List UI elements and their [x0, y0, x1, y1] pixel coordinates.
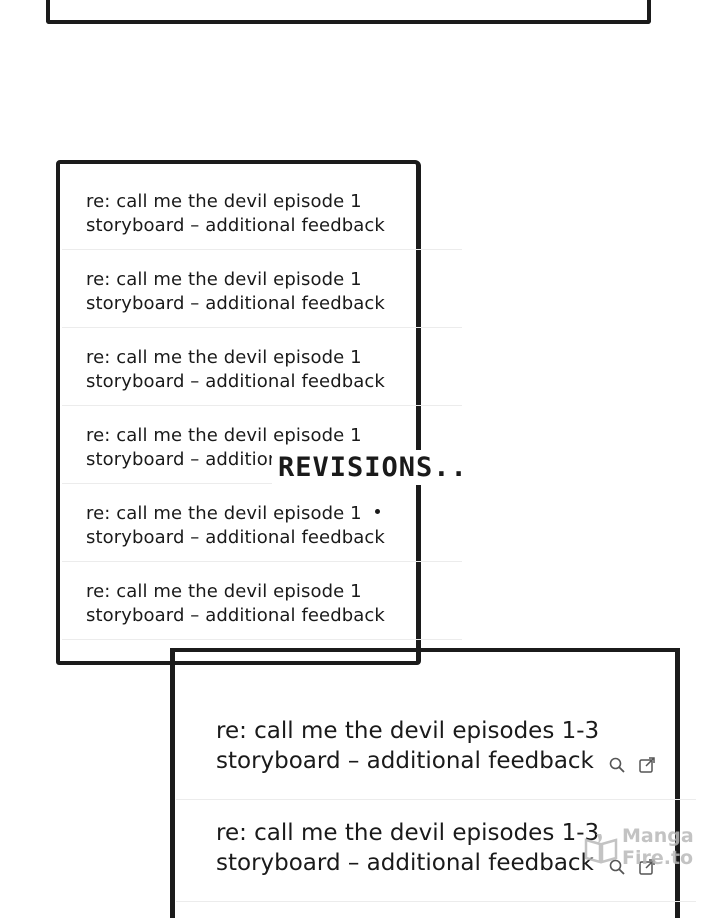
open-external-icon[interactable]: [638, 752, 656, 773]
email-row[interactable]: re: call me the devil episodes 1-3 story…: [176, 698, 696, 800]
search-icon[interactable]: [608, 752, 626, 773]
email-subject-line-1: re: call me the devil episode 1: [86, 503, 362, 524]
email-subject-line-2: storyboard – additional feedback: [86, 293, 385, 314]
email-subject-line-1: re: call me the devil episodes 1-3: [216, 718, 600, 744]
email-subject-line-1: re: call me the devil episode 1: [86, 347, 362, 368]
email-row[interactable]: re: call me the devil episode 1 storyboa…: [62, 328, 462, 406]
email-subject-line-2: storyboard – additional feedback: [86, 215, 385, 236]
email-list-episode-1: re: call me the devil episode 1 storyboa…: [62, 172, 462, 640]
email-list-episodes-1-3: re: call me the devil episodes 1-3 story…: [176, 698, 696, 902]
email-subject-line-1: re: call me the devil episode 1: [86, 269, 362, 290]
comic-panel-1-border: [56, 160, 421, 665]
email-subject-line-1: re: call me the devil episodes 1-3: [216, 820, 600, 846]
email-subject-line-1: re: call me the devil episode 1: [86, 425, 362, 446]
search-icon[interactable]: [608, 854, 626, 875]
email-row[interactable]: re: call me the devil episode 1 storyboa…: [62, 172, 462, 250]
revisions-caption: REVISIONS..: [272, 450, 474, 485]
top-panel-border: [46, 0, 651, 24]
email-row[interactable]: re: call me the devil episode 1 storyboa…: [62, 484, 462, 562]
email-subject-line-2: storyboard – additional feedback: [86, 371, 385, 392]
email-subject-line-2: storyboard – additional feedback: [216, 748, 594, 774]
watermark-text-line-1: Manga: [622, 825, 694, 847]
email-subject-line-2: storyboard – additional feedback: [86, 527, 385, 548]
book-logo-icon: [584, 834, 618, 864]
open-external-icon[interactable]: [638, 854, 656, 875]
comic-panel-2-border: [170, 648, 680, 918]
email-subject-line-1: re: call me the devil episode 1: [86, 581, 362, 602]
email-subject-line-1: re: call me the devil episode 1: [86, 191, 362, 212]
email-subject-line-2: storyboard – additional feedback: [86, 605, 385, 626]
email-row[interactable]: re: call me the devil episode 1 storyboa…: [62, 562, 462, 640]
ink-dot: [375, 509, 380, 514]
watermark: Manga Fire.to: [584, 826, 704, 874]
watermark-text-line-2: Fire.to: [622, 847, 694, 869]
email-subject-line-2: storyboard – additional feedback: [216, 850, 594, 876]
email-row[interactable]: re: call me the devil episode 1 storyboa…: [62, 250, 462, 328]
email-row-actions: [608, 752, 656, 773]
email-row-actions: [608, 854, 656, 875]
